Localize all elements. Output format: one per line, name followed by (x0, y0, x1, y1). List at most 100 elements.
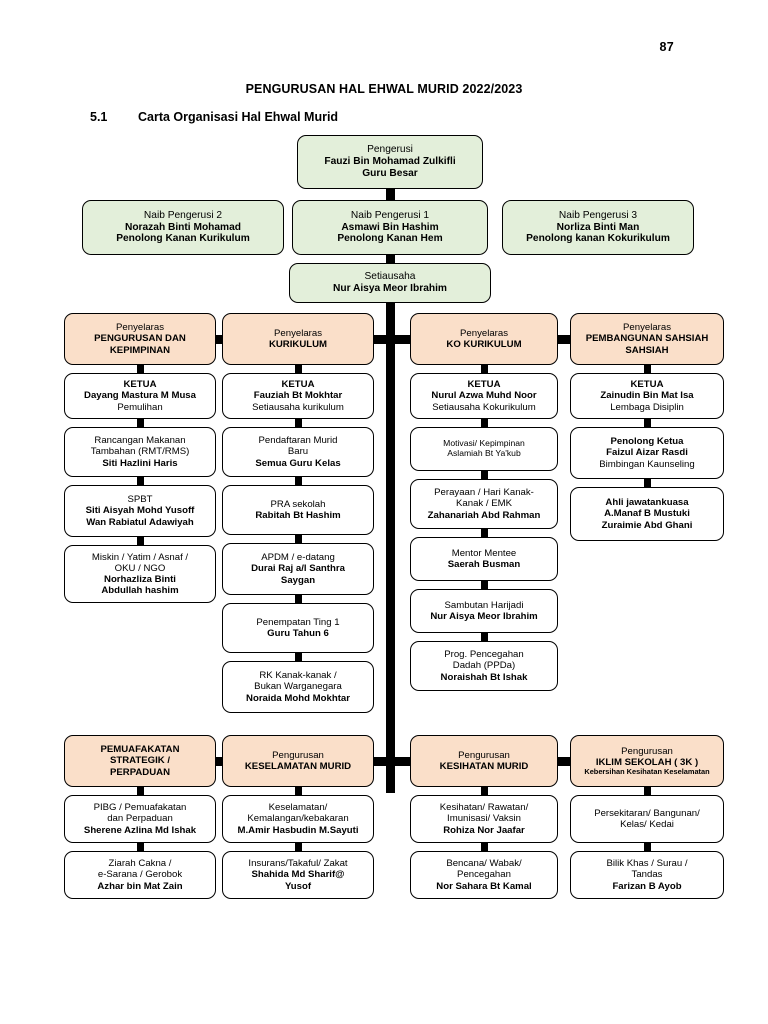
mgmt-item-l4-2-line-3: Farizan B Ayob (612, 880, 682, 892)
deputy-box-1-line-1: Naib Pengerusi 1 (350, 209, 430, 221)
management-header-4-line-2: IKLIM SEKOLAH ( 3K ) (595, 756, 699, 768)
org-item-u2-1-line-1: KETUA (281, 379, 315, 391)
mgmt-item-l3-2-line-1: Bencana/ Wabak/ (446, 858, 522, 870)
mgmt-item-l2-2-line-2: Shahida Md Sharif@ (251, 869, 345, 881)
org-item-u2-2-line-3: Semua Guru Kelas (255, 457, 341, 469)
coordinator-header-1-line-3: KEPIMPINAN (109, 344, 171, 356)
connector-vertical (480, 787, 488, 795)
mgmt-item-l2-2-line-1: Insurans/Takaful/ Zakat (248, 858, 348, 870)
connector-vertical (294, 477, 302, 485)
org-item-u3-6-line-1: Prog. Pencegahan (444, 649, 524, 661)
page-title: Carta Organisasi Hal Ehwal Murid (138, 110, 339, 124)
section-number: 5.1 (90, 110, 108, 124)
connector-vertical (385, 189, 395, 203)
connector-vertical (480, 529, 488, 537)
coordinator-header-3-line-1: Penyelaras (460, 327, 508, 339)
org-item-u1-2-line-3: Siti Hazlini Haris (102, 457, 178, 469)
connector-horizontal (216, 334, 222, 344)
org-item-u2-3-line-2: Rabitah Bt Hashim (255, 510, 341, 521)
coordinator-header-3-line-2: KO KURIKULUM (446, 339, 522, 350)
connector-vertical (385, 303, 395, 793)
org-item-u3-2-line-1: Motivasi/ Kepimpinan (443, 438, 525, 449)
coordinator-header-4-line-3: SAHSIAH (625, 344, 669, 356)
org-item-u2-5-line-1: Penempatan Ting 1 (256, 616, 340, 628)
coordinator-header-4-line-1: Penyelaras (623, 322, 671, 334)
org-item-u2-6-line-2: Bukan Warganegara (254, 681, 342, 693)
org-item-u1-4-line-2: OKU / NGO (114, 562, 166, 574)
connector-vertical (294, 653, 302, 661)
management-header-3-line-1: Pengurusan (458, 749, 510, 761)
org-item-u3-4-line-2: Saerah Busman (447, 559, 521, 570)
mgmt-item-l3-1-line-3: Rohiza Nor Jaafar (443, 824, 525, 836)
org-item-u3-1-line-1: KETUA (467, 379, 501, 391)
connector-vertical (136, 477, 144, 485)
connector-vertical (480, 581, 488, 589)
connector-vertical (480, 633, 488, 641)
management-header-1-line-1: PEMUAFAKATAN (100, 744, 180, 756)
deputy-box-1-line-2: Asmawi Bin Hashim (341, 221, 439, 233)
org-item-u4-1-line-3: Lembaga Disiplin (610, 401, 684, 413)
connector-vertical (294, 365, 302, 373)
management-header-2-line-2: KESELAMATAN MURID (244, 761, 352, 772)
org-item-u1-3-line-1: SPBT (127, 494, 153, 506)
org-item-u3-6-line-2: Dadah (PPDa) (452, 660, 516, 672)
org-item-u2-4-line-1: APDM / e-datang (261, 552, 335, 564)
mgmt-item-l1-1-line-2: dan Perpaduan (107, 813, 173, 825)
org-item-u3-3-line-3: Zahanariah Abd Rahman (427, 509, 541, 521)
connector-vertical (643, 479, 651, 487)
org-item-u4-1-line-1: KETUA (630, 379, 664, 391)
deputy-box-2-line-1: Naib Pengerusi 2 (143, 209, 223, 221)
org-item-u1-1-line-3: Pemulihan (117, 401, 163, 413)
org-item-u3-2-line-2: Aslamiah Bt Ya'kub (447, 448, 521, 458)
org-item-u4-1-line-2: Zainudin Bin Mat Isa (600, 390, 694, 402)
connector-vertical (294, 595, 302, 603)
mgmt-item-l1-1-line-3: Sherene Azlina Md Ishak (83, 824, 197, 836)
org-item-u2-4-line-2: Durai Raj a/l Santhra (251, 563, 345, 575)
chairman-box-line-3: Guru Besar (362, 167, 418, 179)
management-header-4-line-1: Pengurusan (621, 745, 673, 757)
management-header-1-line-2: STRATEGIK / (109, 755, 171, 767)
org-item-u2-6-line-3: Noraida Mohd Mokhtar (246, 692, 350, 704)
mgmt-item-l3-2-line-3: Nor Sahara Bt Kamal (436, 880, 532, 892)
org-item-u4-2-line-3: Bimbingan Kaunseling (599, 458, 695, 470)
coordinator-header-1-line-1: Penyelaras (116, 322, 164, 334)
org-item-u2-2-line-2: Baru (287, 446, 309, 458)
mgmt-item-l1-2-line-2: e-Sarana / Gerobok (97, 869, 183, 881)
connector-vertical (480, 843, 488, 851)
org-item-u4-3-line-1: Ahli jawatankuasa (605, 497, 689, 509)
connector-vertical (385, 255, 395, 263)
connector-vertical (136, 843, 144, 851)
deputy-box-2-line-3: Penolong Kanan Kurikulum (116, 233, 250, 245)
chairman-box-line-1: Pengerusi (367, 144, 413, 156)
mgmt-item-l2-1-line-2: Kemalangan/kebakaran (247, 813, 349, 825)
connector-horizontal (558, 756, 570, 766)
mgmt-item-l3-1-line-2: Imunisasi/ Vaksin (447, 813, 521, 825)
connector-vertical (294, 535, 302, 543)
org-item-u3-6-line-3: Noraishah Bt Ishak (440, 671, 528, 683)
deputy-box-3-line-1: Naib Pengerusi 3 (558, 209, 638, 221)
mgmt-item-l4-1-line-1: Persekitaran/ Bangunan/ (594, 807, 700, 819)
connector-horizontal (558, 334, 570, 344)
chairman-box-line-2: Fauzi Bin Mohamad Zulkifli (324, 156, 456, 168)
org-item-u4-3-line-3: Zuraimie Abd Ghani (601, 519, 693, 531)
org-item-u1-4-line-1: Miskin / Yatim / Asnaf / (91, 551, 189, 563)
document-title: PENGURUSAN HAL EHWAL MURID 2022/2023 (245, 82, 523, 96)
coordinator-header-2-line-1: Penyelaras (274, 327, 322, 339)
